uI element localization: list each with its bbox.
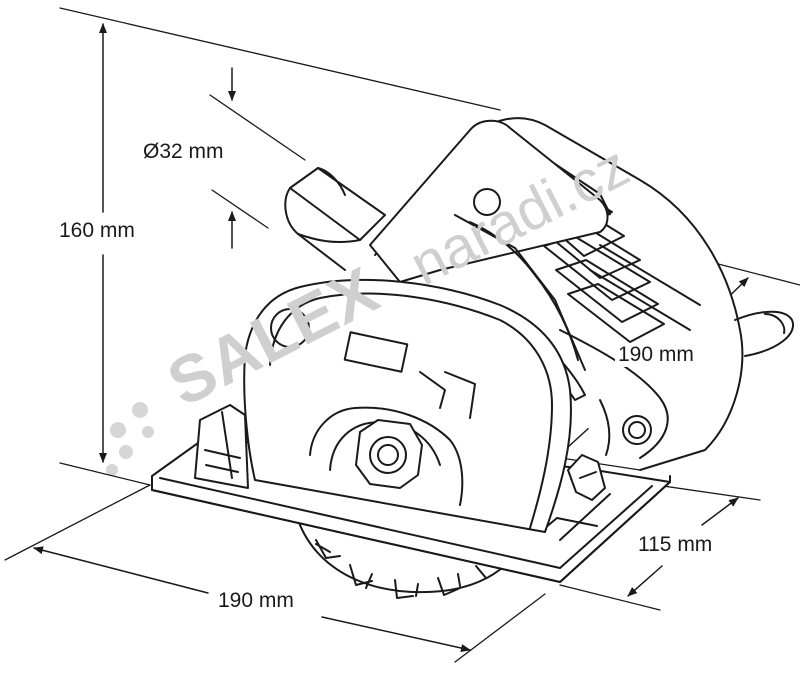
extension-lines (4, 7, 800, 663)
height-dimension-label: 160 mm (56, 219, 138, 243)
watermark-dots (106, 402, 154, 476)
depth-adjust-lever (567, 454, 606, 501)
saw-handle (369, 119, 609, 401)
depth-dimension-label: 190 mm (615, 343, 697, 367)
blade-guard (243, 278, 572, 533)
saw-blade (297, 519, 511, 599)
dust-port (284, 167, 386, 271)
arbor-nut (355, 419, 423, 489)
length-dimension-label: 190 mm (215, 589, 297, 613)
front-guide (194, 404, 249, 489)
width-dimension-label: 115 mm (635, 533, 716, 557)
hose-diameter-label: Ø32 mm (143, 140, 224, 163)
